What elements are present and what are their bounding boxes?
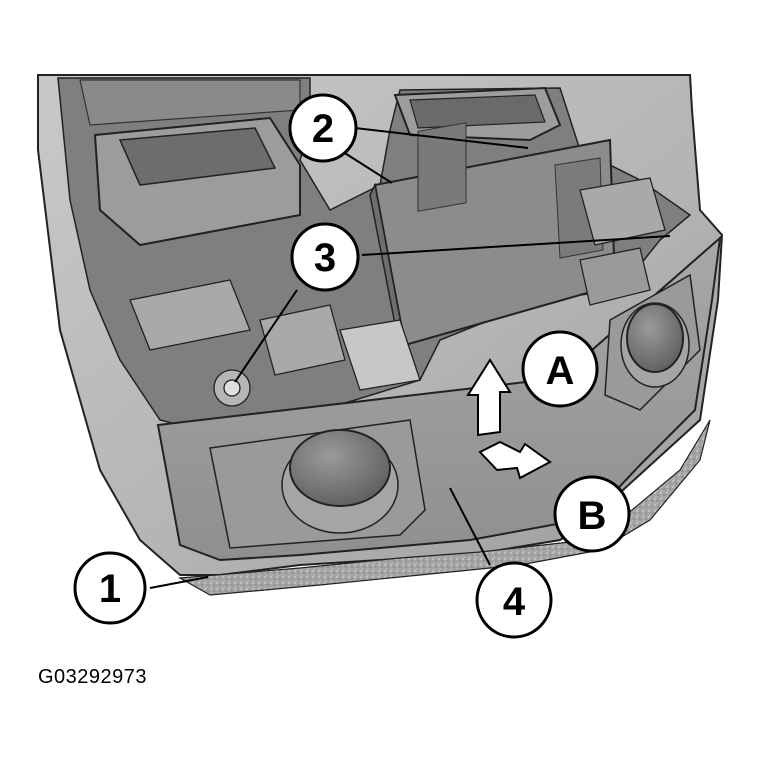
arrow-b (478, 440, 552, 480)
callout-4-label: 4 (503, 580, 526, 624)
callout-3: 3 (290, 222, 360, 292)
button-right (620, 302, 690, 388)
callout-1-label: 1 (99, 567, 121, 611)
foam-strip (178, 419, 711, 596)
connector-left (79, 79, 301, 247)
internal-details (129, 177, 666, 407)
callout-3-label: 3 (314, 236, 336, 280)
figure-code: G03292973 (38, 666, 148, 688)
callout-1: 1 (73, 551, 147, 625)
callout-a-label: A (546, 349, 575, 393)
callout-b-label: B (578, 494, 607, 538)
arrow-a (466, 358, 512, 437)
callout-a: A (521, 330, 599, 408)
connector-right (393, 86, 562, 142)
leader-lines (149, 127, 671, 589)
callout-4: 4 (475, 561, 553, 639)
callout-b: B (553, 475, 631, 553)
callout-2: 2 (288, 93, 358, 163)
button-left (281, 429, 399, 534)
callout-2-label: 2 (312, 107, 334, 151)
